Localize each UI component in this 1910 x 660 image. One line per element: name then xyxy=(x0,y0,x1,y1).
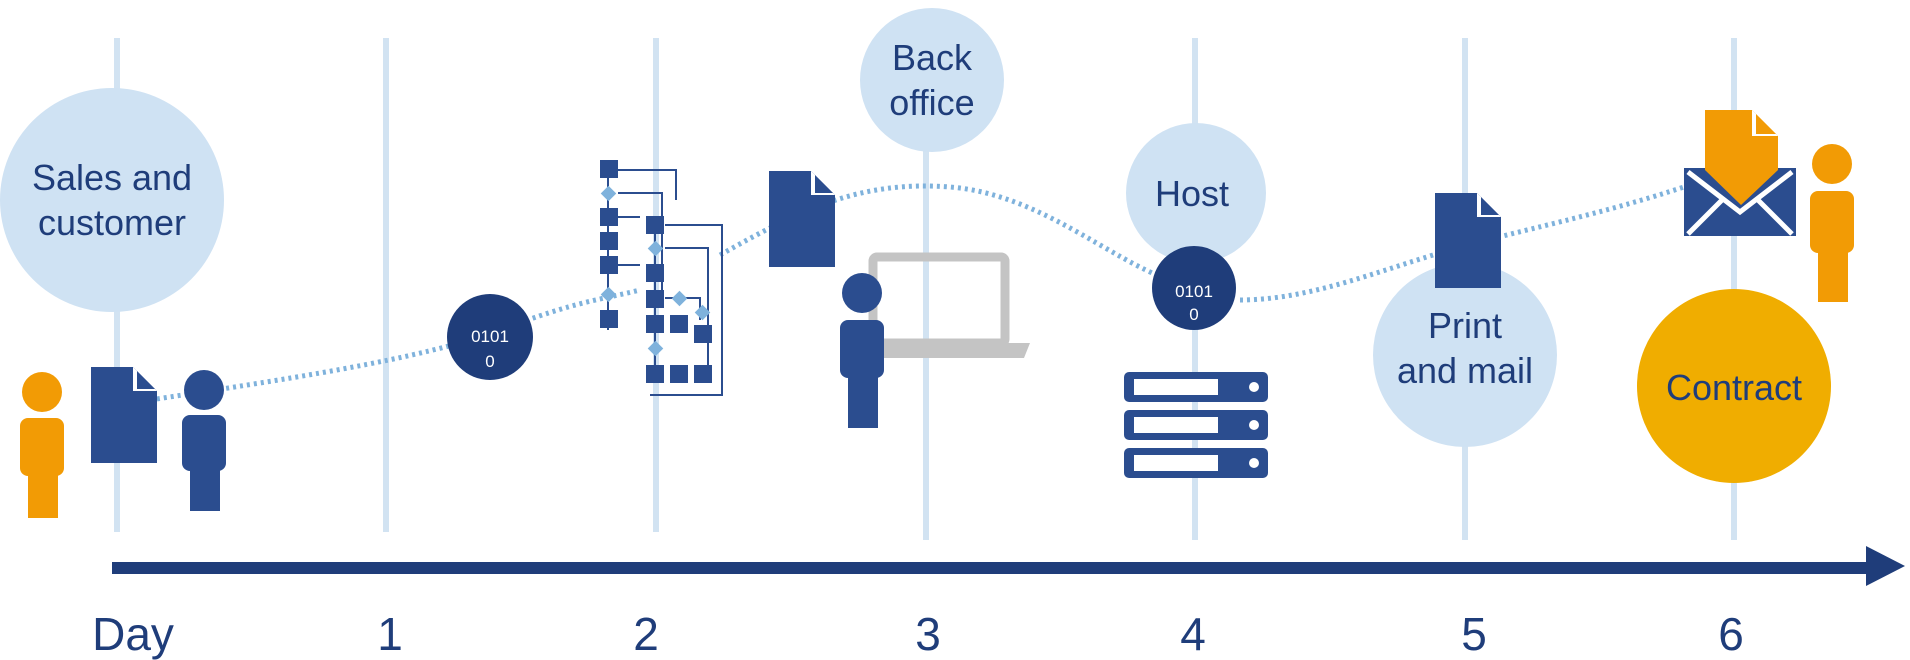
person-icon xyxy=(182,370,226,511)
flowchart-icon xyxy=(600,160,723,396)
stage-host-label: Host xyxy=(1155,173,1229,214)
timeline-labels: Day 1 2 3 4 5 6 xyxy=(92,608,1744,660)
timeline-arrow xyxy=(112,546,1905,586)
timeline-label-6: 6 xyxy=(1718,608,1744,660)
person-icon xyxy=(840,273,884,428)
timeline-label-3: 3 xyxy=(915,608,941,660)
timeline-label-1: 1 xyxy=(377,608,403,660)
stage-contract-label: Contract xyxy=(1666,367,1802,408)
stage-host: Host xyxy=(1126,123,1266,263)
binary-badge: 0101 0 xyxy=(447,294,533,380)
timeline-label-5: 5 xyxy=(1461,608,1487,660)
stage-print-mail-line2: and mail xyxy=(1397,350,1533,391)
timeline-label-2: 2 xyxy=(633,608,659,660)
document-icon xyxy=(769,171,835,267)
stage-sales-line1: Sales and xyxy=(32,157,192,198)
stage-back-office-line1: Back xyxy=(892,37,973,78)
binary-badge-line1: 0101 xyxy=(1175,282,1213,301)
stage-contract: Contract xyxy=(1637,289,1831,483)
stage-sales: Sales and customer xyxy=(0,88,224,312)
person-icon xyxy=(20,372,64,518)
document-icon xyxy=(91,367,157,463)
person-icon xyxy=(1810,144,1854,302)
stage-sales-line2: customer xyxy=(38,202,186,243)
document-icon xyxy=(1435,193,1501,288)
binary-badge-line2: 0 xyxy=(485,352,494,371)
binary-badge: 0101 0 xyxy=(1152,246,1236,330)
timeline-label-4: 4 xyxy=(1180,608,1206,660)
binary-badge-line2: 0 xyxy=(1189,305,1198,324)
timeline-label-day: Day xyxy=(92,608,174,660)
server-icon xyxy=(1124,372,1268,478)
envelope-icon xyxy=(1684,110,1796,236)
binary-badge-line1: 0101 xyxy=(471,327,509,346)
stage-print-mail: Print and mail xyxy=(1373,263,1557,447)
stage-back-office: Back office xyxy=(860,8,1004,152)
stage-back-office-line2: office xyxy=(889,82,974,123)
stage-print-mail-line1: Print xyxy=(1428,305,1502,346)
